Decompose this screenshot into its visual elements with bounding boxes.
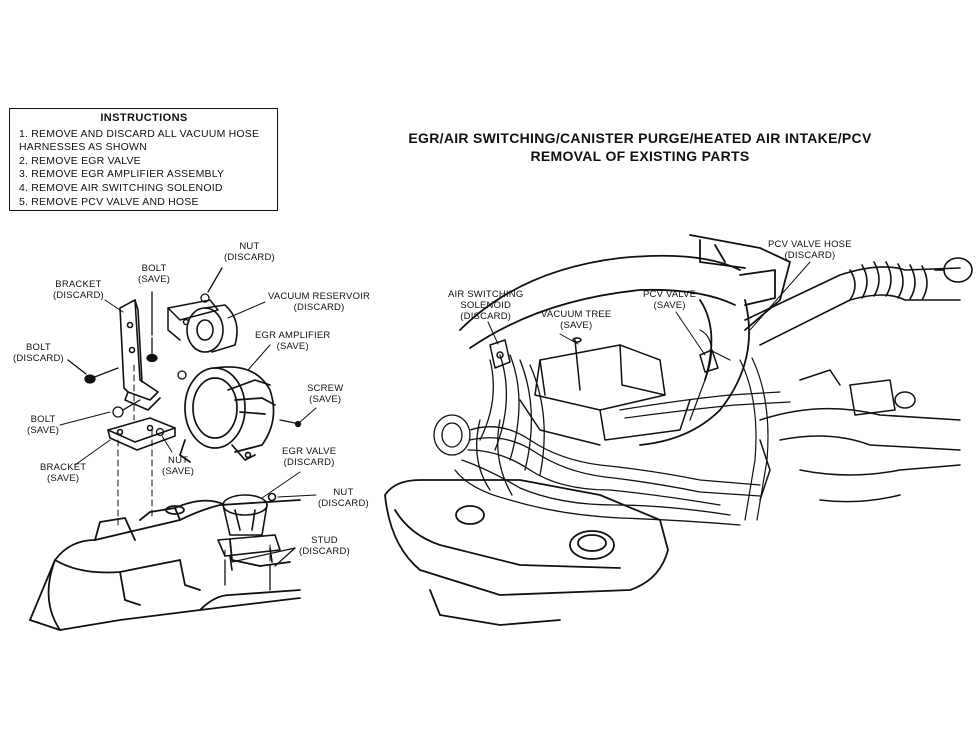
air-cleaner-housing (459, 234, 791, 446)
reservoir-bracket (167, 299, 219, 341)
valve-cover (384, 479, 669, 626)
label-air-switching-solenoid: AIR SWITCHING SOLENOID (DISCARD) (448, 289, 524, 322)
intake-manifold-left (29, 499, 301, 631)
instruction-step: 2. REMOVE EGR VALVE (19, 154, 141, 167)
title-line-1: EGR/AIR SWITCHING/CANISTER PURGE/HEATED … (408, 130, 872, 146)
instruction-step: 1. REMOVE AND DISCARD ALL VACUUM HOSE HA… (19, 127, 260, 154)
label-pcv-valve-hose: PCV VALVE HOSE (DISCARD) (768, 239, 852, 261)
right-components (759, 369, 961, 503)
pcv-hose (744, 257, 973, 346)
bolt-top (146, 291, 158, 363)
ignition-wires (433, 354, 761, 526)
instructions-heading: INSTRUCTIONS (100, 112, 188, 124)
label-egr-valve: EGR VALVE (DISCARD) (282, 446, 337, 468)
egr-amplifier-part (179, 366, 276, 463)
left-leaders (59, 299, 317, 499)
label-vacuum-reservoir: VACUUM RESERVOIR (DISCARD) (268, 291, 371, 313)
label-egr-amplifier: EGR AMPLIFIER (SAVE) (255, 330, 331, 352)
screw-part (279, 419, 302, 428)
vacuum-lines (619, 329, 791, 521)
label-bolt-save-mid: BOLT (SAVE) (27, 414, 60, 436)
nut-top (200, 267, 223, 303)
right-engine-view (384, 234, 973, 626)
title-line-2: REMOVAL OF EXISTING PARTS (530, 148, 750, 164)
label-stud-discard: STUD (DISCARD) (299, 535, 350, 557)
stud-part (224, 547, 296, 591)
diagram-title: EGR/AIR SWITCHING/CANISTER PURGE/HEATED … (360, 129, 920, 165)
left-exploded-view (29, 267, 302, 631)
bolt-mid (112, 399, 141, 418)
carburetor-area (519, 337, 691, 446)
bracket-save-part (107, 417, 176, 451)
vacuum-reservoir-part (186, 304, 238, 353)
label-nut-save: NUT (SAVE) (162, 455, 195, 477)
label-nut-discard-top: NUT (DISCARD) (224, 241, 275, 263)
label-nut-discard-right: NUT (DISCARD) (318, 487, 369, 509)
air-switching-solenoid-part (489, 339, 511, 369)
instruction-step: 3. REMOVE EGR AMPLIFIER ASSEMBLY (19, 168, 225, 181)
label-bracket-save: BRACKET (SAVE) (40, 462, 87, 484)
label-vacuum-tree: VACUUM TREE (SAVE) (541, 309, 612, 331)
instruction-step: 4. REMOVE AIR SWITCHING SOLENOID (19, 181, 223, 194)
label-bolt-save-top: BOLT (SAVE) (138, 263, 171, 285)
bolt-discard-part (67, 359, 119, 384)
right-leaders (487, 261, 811, 356)
label-bolt-discard: BOLT (DISCARD) (13, 342, 64, 364)
instructions-list: 1. REMOVE AND DISCARD ALL VACUUM HOSE HA… (19, 128, 269, 210)
pcv-valve-part (699, 349, 719, 373)
label-bracket-discard: BRACKET (DISCARD) (53, 279, 104, 301)
egr-valve-part (217, 492, 281, 571)
label-screw-save: SCREW (SAVE) (307, 383, 344, 405)
label-pcv-valve: PCV VALVE (SAVE) (643, 289, 697, 311)
instructions-box: INSTRUCTIONS 1. REMOVE AND DISCARD ALL V… (9, 108, 278, 211)
instruction-step: 5. REMOVE PCV VALVE AND HOSE (19, 195, 199, 208)
bracket-discard-part (119, 299, 161, 411)
